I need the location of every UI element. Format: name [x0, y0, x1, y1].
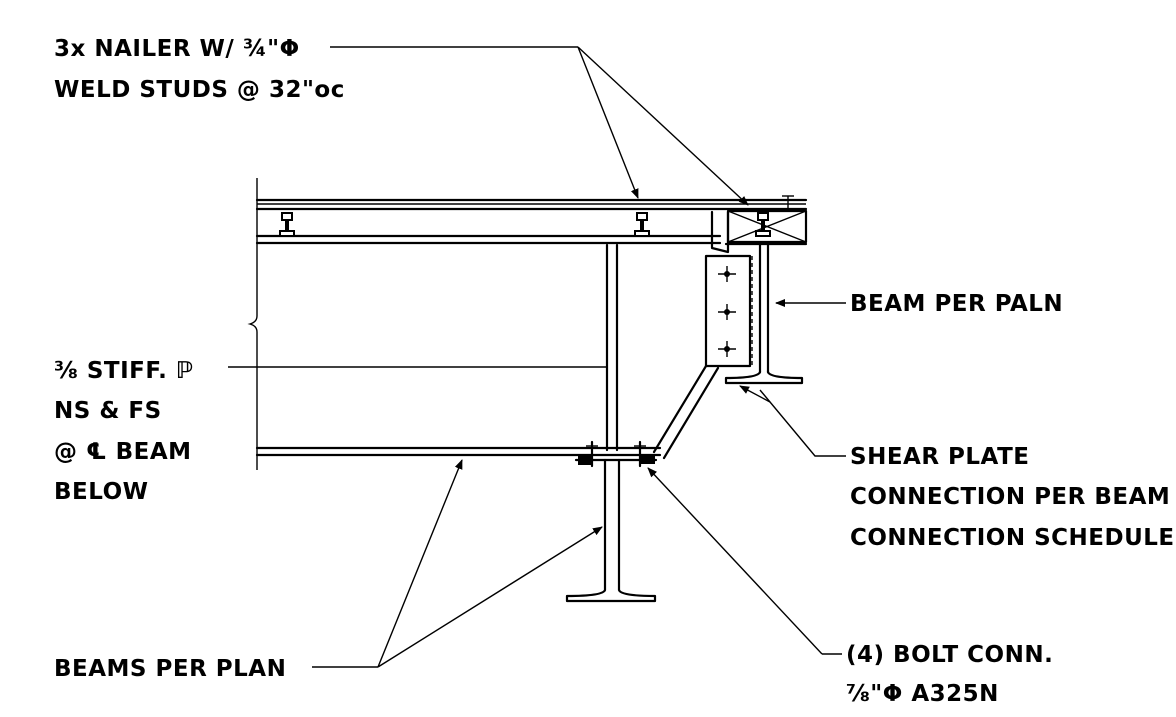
label-shear-line1: SHEAR PLATE: [850, 444, 1029, 470]
label-bolt-line2: ⅞"Φ A325N: [846, 681, 999, 707]
label-bolt-line1: (4) BOLT CONN.: [846, 642, 1053, 668]
bolt: [718, 341, 736, 357]
right-beam: [724, 242, 808, 385]
diagonal-brace: [652, 364, 720, 460]
bolt: [718, 304, 736, 320]
label-beam-per-paln: BEAM PER PALN: [850, 291, 1063, 317]
upper-beam: [255, 234, 722, 245]
leader-arrow: [377, 459, 463, 668]
weld-stud: [634, 212, 650, 237]
lower-beam: [255, 446, 662, 457]
label-nailer-line2: WELD STUDS @ 32"oc: [54, 77, 345, 103]
beam-below: [565, 458, 658, 603]
weld-stud: [279, 212, 295, 237]
nailer-dimension: [782, 195, 794, 212]
leader-arrow: [577, 46, 749, 206]
label-stiff-line3: @ ℄ BEAM: [54, 439, 192, 465]
weld-stud: [755, 212, 771, 237]
leader-arrow: [377, 526, 603, 668]
label-nailer-line1: 3x NAILER W/ ¾"Φ: [54, 36, 300, 62]
label-stiff-line2: NS & FS: [54, 398, 162, 424]
label-stiff-line4: BELOW: [54, 479, 149, 505]
support-angle: [710, 210, 730, 254]
label-shear-line3: CONNECTION SCHEDULE: [850, 525, 1175, 551]
label-stiff-line1: ⅜ STIFF. ℙ: [54, 358, 194, 384]
break-line: [247, 178, 258, 470]
label-shear-line2: CONNECTION PER BEAM: [850, 484, 1170, 510]
deck: [255, 198, 808, 211]
leader-arrow: [647, 467, 823, 655]
shear-plate: [704, 254, 753, 368]
label-beams-per-plan: BEAMS PER PLAN: [54, 656, 286, 682]
bolted-connection: [578, 440, 655, 468]
leader-arrow: [577, 46, 639, 199]
stiffener-plate: [605, 243, 619, 452]
leader-arrow: [739, 385, 771, 403]
bolt: [718, 266, 736, 282]
leader-shear-plate: [759, 389, 846, 457]
